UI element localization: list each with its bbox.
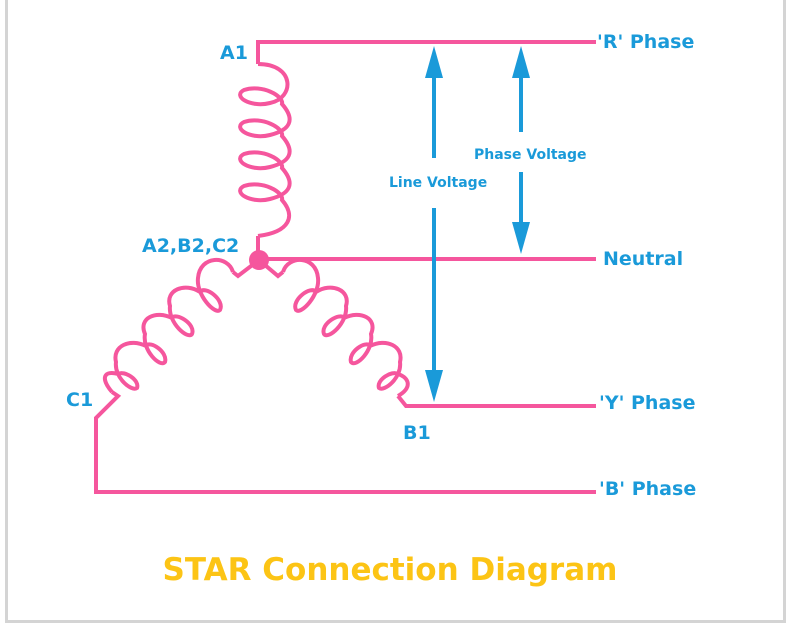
phase-voltage-label: Phase Voltage [474, 147, 587, 163]
coil-c [94, 257, 596, 494]
line-voltage-arrow [425, 46, 443, 402]
coil-b [257, 257, 596, 408]
terminal-label-b1: B1 [403, 422, 431, 444]
line-voltage-label: Line Voltage [389, 175, 487, 191]
terminal-label-star-point: A2,B2,C2 [142, 235, 239, 257]
line-voltage-arrow-up-icon [425, 46, 443, 78]
b-phase-label: 'B' Phase [599, 478, 696, 500]
r-phase-wire [256, 40, 596, 64]
phase-voltage-arrow-up-icon [512, 46, 530, 78]
diagram-title: STAR Connection Diagram [163, 552, 618, 588]
neutral-label: Neutral [603, 248, 683, 270]
r-phase-label: 'R' Phase [597, 31, 694, 53]
diagram-frame [5, 0, 786, 623]
terminal-label-c1: C1 [66, 389, 93, 411]
terminal-label-a1: A1 [220, 42, 248, 64]
line-voltage-arrow-down-icon [425, 370, 443, 402]
coil-a [238, 62, 292, 259]
phase-voltage-arrow-down-icon [512, 222, 530, 254]
y-phase-label: 'Y' Phase [599, 392, 695, 414]
phase-voltage-arrow [512, 46, 530, 254]
